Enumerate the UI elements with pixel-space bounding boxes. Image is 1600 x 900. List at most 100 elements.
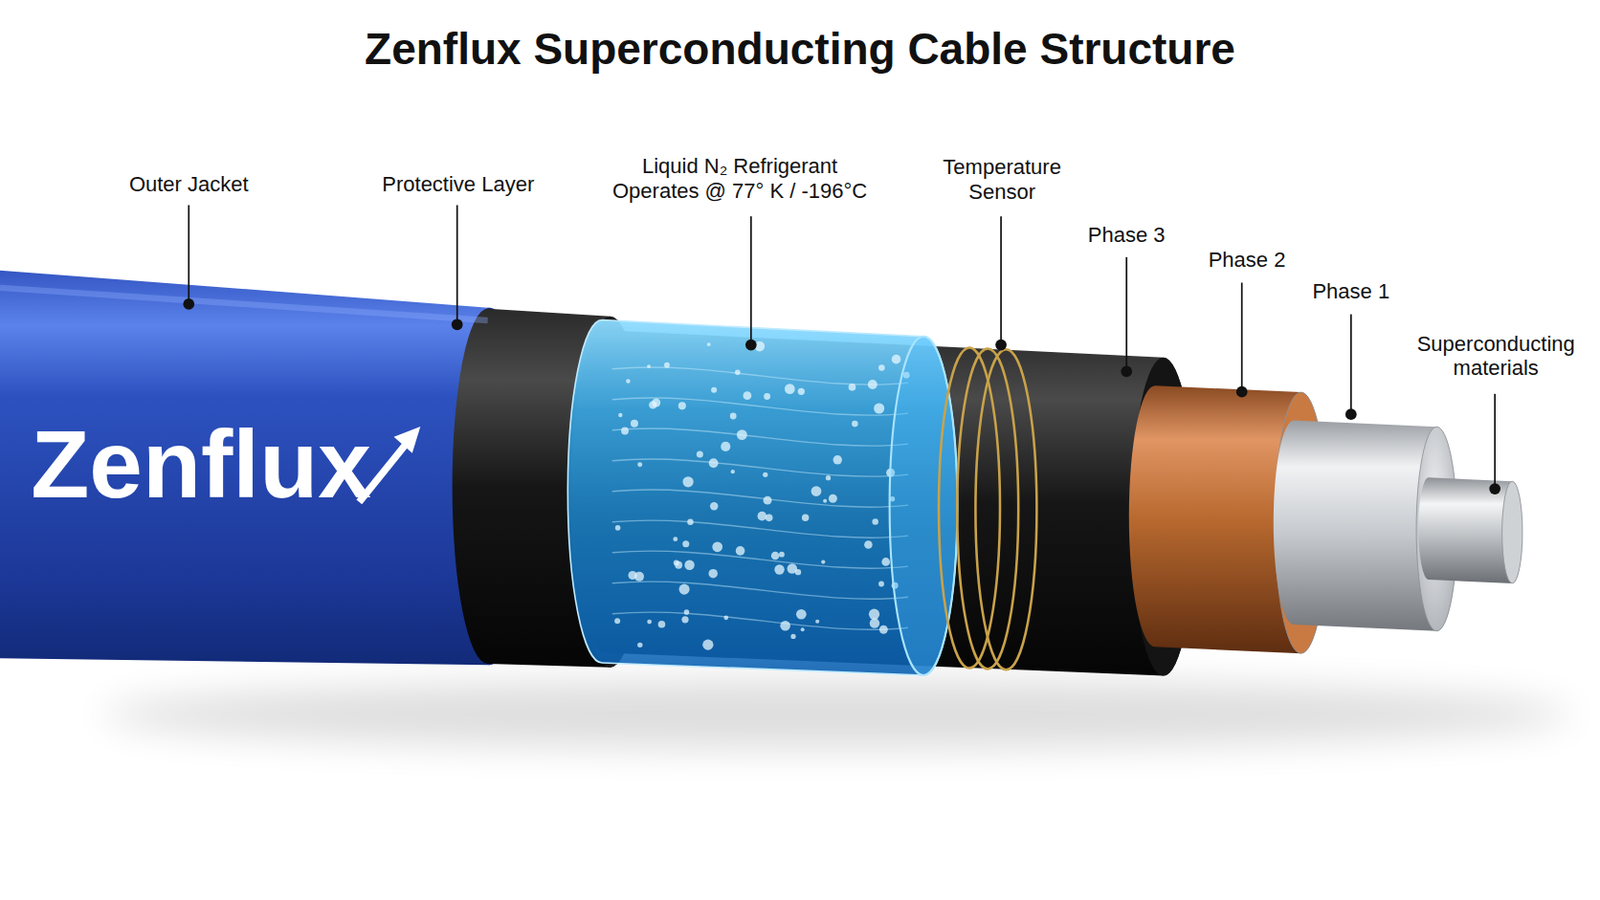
cable-body xyxy=(0,270,1523,677)
superconducting-core-face xyxy=(1502,481,1523,584)
liquid-bubble xyxy=(687,518,693,525)
liquid-bubble xyxy=(664,362,670,369)
part-label: Phase 3 xyxy=(1088,222,1166,247)
liquid-bubble xyxy=(684,560,694,571)
liquid-bubble xyxy=(742,391,752,400)
liquid-bubble xyxy=(709,458,719,468)
liquid-bubble xyxy=(625,378,630,383)
liquid-streak xyxy=(612,520,909,538)
liquid-bubble xyxy=(637,643,643,648)
liquid-bubble xyxy=(801,514,809,522)
liquid-bubble xyxy=(621,427,629,436)
liquid-bubble xyxy=(821,559,825,564)
diagram-title: Zenflux Superconducting Cable Structure xyxy=(364,23,1236,75)
liquid-bubble xyxy=(615,525,622,532)
liquid-bubble xyxy=(762,472,768,478)
leader-dot xyxy=(745,339,757,352)
liquid-streak xyxy=(612,581,909,600)
liquid-bubble xyxy=(734,370,741,377)
liquid-bubble xyxy=(710,502,718,511)
liquid-bubble xyxy=(868,609,880,621)
liquid-bubble xyxy=(787,563,799,575)
liquid-bubble xyxy=(730,413,737,421)
liquid-bubbles xyxy=(614,341,910,651)
liquid-bubble xyxy=(771,552,780,561)
liquid-bubble xyxy=(800,627,805,632)
liquid-bubble xyxy=(658,621,667,629)
liquid-streak xyxy=(612,551,909,569)
part-label: Temperature Sensor xyxy=(937,155,1067,204)
leader-line xyxy=(1000,216,1002,345)
liquid-bubble xyxy=(878,364,886,372)
liquid-bubble xyxy=(702,640,713,651)
brand-logo: Zenflux xyxy=(30,409,372,520)
part-label: Phase 2 xyxy=(1208,247,1287,272)
liquid-bubble xyxy=(822,499,827,504)
liquid-bubble xyxy=(614,618,621,624)
liquid-bubble xyxy=(779,621,791,632)
liquid-bubble xyxy=(735,546,746,556)
liquid-bubble xyxy=(684,609,690,616)
liquid-bubble xyxy=(891,355,902,365)
liquid-bubble xyxy=(723,615,729,621)
liquid-bubble xyxy=(678,401,687,410)
liquid-bubble xyxy=(646,364,651,369)
liquid-bubble xyxy=(711,387,717,394)
liquid-nitrogen xyxy=(567,320,957,676)
liquid-bubble xyxy=(811,486,823,497)
cable-shadow xyxy=(102,680,1573,751)
superconducting-core xyxy=(1418,477,1523,584)
leader-dot xyxy=(995,339,1007,352)
liquid-bubble xyxy=(765,514,774,523)
liquid-bubble xyxy=(873,402,885,414)
liquid-bubble xyxy=(848,383,857,392)
liquid-bubble xyxy=(672,536,678,542)
liquid-bubble xyxy=(778,552,785,558)
part-label: Superconducting materials xyxy=(1413,332,1578,381)
liquid-bubble xyxy=(879,625,889,635)
leader-line xyxy=(187,204,190,304)
liquid-bubble xyxy=(757,511,768,522)
leader-dot xyxy=(1488,483,1501,495)
liquid-bubble xyxy=(833,455,843,465)
jacket-highlight xyxy=(0,288,489,321)
liquid-bubble xyxy=(796,609,807,621)
leader-dot xyxy=(1120,365,1133,378)
leader-line xyxy=(1350,314,1353,416)
liquid-bubble xyxy=(673,560,680,567)
liquid-bubble xyxy=(763,496,773,506)
liquid-bubble xyxy=(869,618,880,628)
part-label: Outer Jacket xyxy=(129,172,249,197)
liquid-bubble xyxy=(736,429,748,441)
liquid-bubble xyxy=(630,420,639,428)
liquid-bubble xyxy=(682,540,689,548)
sensor-wire xyxy=(938,348,1000,669)
liquid-bubble xyxy=(828,494,838,504)
liquid-bubble xyxy=(634,572,645,582)
liquid-bubble xyxy=(790,634,796,640)
sensor-wire xyxy=(956,348,1019,669)
liquid-bubble xyxy=(825,475,831,481)
logo-arrow-head xyxy=(394,426,422,454)
leader-line xyxy=(1241,283,1244,393)
leader-dot xyxy=(1236,386,1248,399)
liquid-bubble xyxy=(784,383,796,395)
liquid-bubble xyxy=(648,400,657,409)
liquid-streak xyxy=(612,489,909,508)
liquid-streak xyxy=(612,367,909,385)
liquid-bubble xyxy=(618,413,623,418)
liquid-bubble xyxy=(696,450,704,458)
sensor-wire xyxy=(975,349,1037,670)
liquid-bubble xyxy=(851,421,859,428)
liquid-bubble xyxy=(637,462,643,467)
liquid-streak xyxy=(612,428,909,446)
leader-dot xyxy=(182,298,195,311)
liquid-bubble xyxy=(711,541,723,553)
liquid-bubble xyxy=(815,620,820,624)
liquid-bubble xyxy=(878,581,885,588)
liquid-bubble xyxy=(646,620,652,625)
liquid-bubble xyxy=(867,379,878,390)
leader-line xyxy=(456,204,459,325)
part-label: Protective Layer xyxy=(381,172,534,197)
leader-lines xyxy=(182,204,1501,494)
